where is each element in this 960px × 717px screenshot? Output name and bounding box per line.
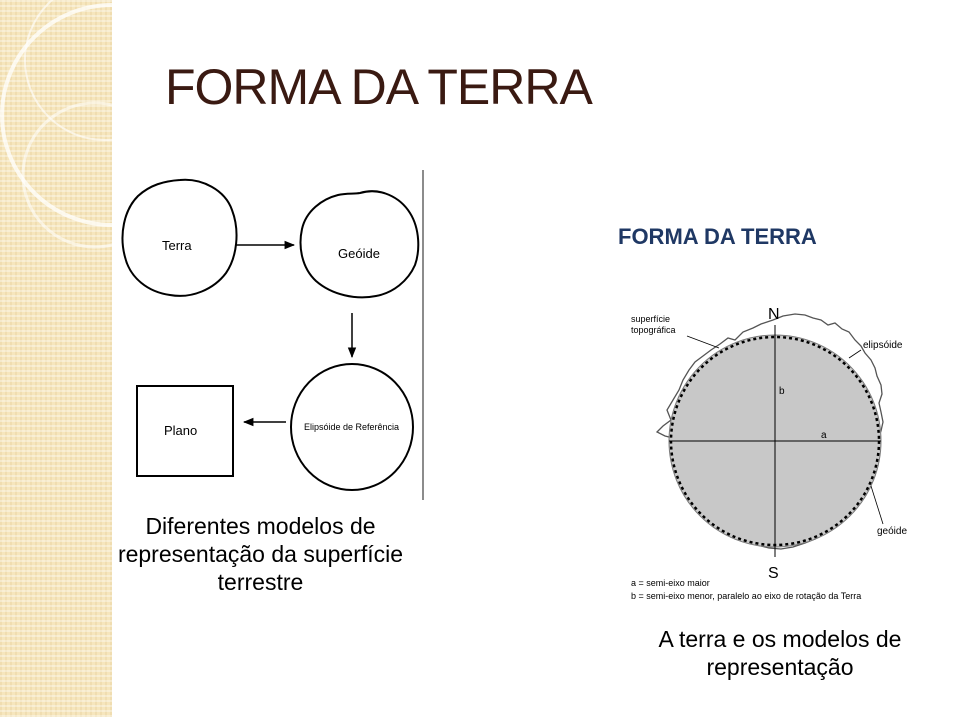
figure-subtitle: FORMA DA TERRA <box>618 224 817 249</box>
label-south: S <box>768 565 779 582</box>
label-a: a <box>821 430 827 441</box>
label-geoide: Geóide <box>338 246 380 261</box>
label-terra: Terra <box>162 238 192 253</box>
leader-superficie <box>686 335 720 349</box>
plane-shape <box>136 385 234 477</box>
label-elipsoide: Elipsóide de Referência <box>304 422 399 432</box>
reference-ellipsoid-shape <box>290 363 414 491</box>
decorative-circles <box>0 0 112 249</box>
earth-models-diagram: Terra Geóide Elipsóide de Referência Pla… <box>121 170 424 500</box>
caption-line: Diferentes modelos de <box>145 513 376 539</box>
leader-elipsoide <box>848 349 862 359</box>
leader-geoide <box>870 485 884 525</box>
caption-line: representação da superfície <box>117 541 404 567</box>
geoid-ellipsoid-diagram: N S b a superfície topográfica elipsóide… <box>631 306 907 601</box>
right-figure-caption: A terra e os modelos de representação <box>625 625 935 681</box>
label-north: N <box>768 306 780 323</box>
legend-b: b = semi-eixo menor, paralelo ao eixo de… <box>631 591 861 601</box>
earth-shape <box>121 178 238 297</box>
label-topografica: topográfica <box>631 325 676 335</box>
geoid-shape <box>299 190 420 299</box>
label-b: b <box>779 386 785 397</box>
caption-line: terrestre <box>217 569 304 595</box>
caption-line: A terra e os modelos de <box>658 626 902 652</box>
caption-line: representação <box>706 654 854 680</box>
legend-a: a = semi-eixo maior <box>631 578 710 588</box>
decorative-sidebar <box>0 0 112 717</box>
label-plano: Plano <box>164 423 197 438</box>
label-elipsoide-right: elipsóide <box>863 340 903 351</box>
slide-title: FORMA DA TERRA <box>165 59 593 115</box>
left-figure-caption: Diferentes modelos de representação da s… <box>108 512 413 596</box>
label-geoide-right: geóide <box>877 526 907 537</box>
label-superficie: superfície <box>631 314 670 324</box>
